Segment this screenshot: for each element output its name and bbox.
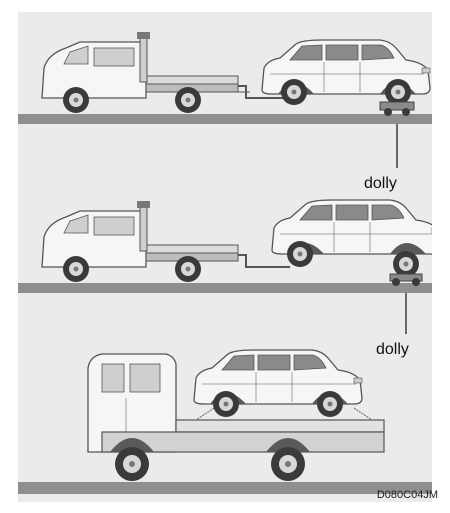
image-code: D080C04JM <box>377 489 438 501</box>
carried-car <box>194 350 362 417</box>
dolly-label-top: dolly <box>364 175 397 193</box>
dolly-middle <box>390 274 422 334</box>
towed-car-middle <box>272 200 432 277</box>
illustration-frame: dolly dolly <box>18 12 432 502</box>
dolly-label-middle: dolly <box>376 341 409 359</box>
dolly-top <box>380 102 414 168</box>
towed-car-top <box>262 40 430 105</box>
tow-van-middle <box>42 201 290 282</box>
towing-illustration <box>18 12 432 502</box>
